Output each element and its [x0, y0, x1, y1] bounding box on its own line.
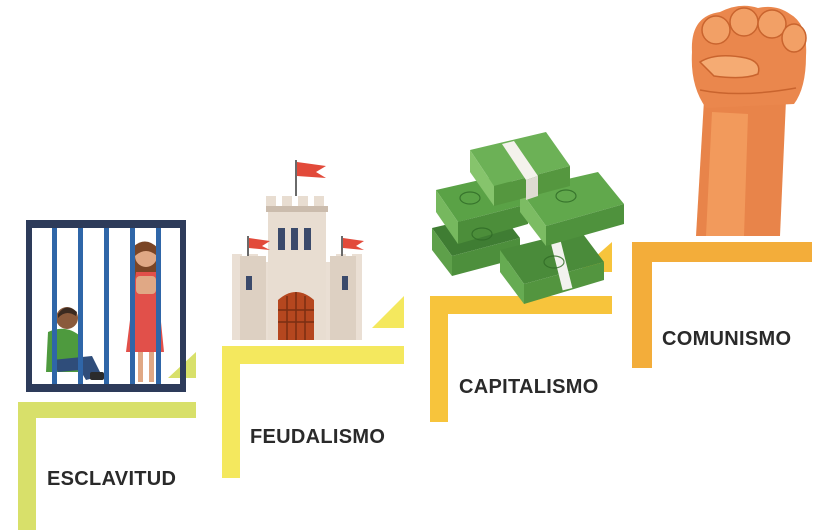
- stage-label-comunismo: COMUNISMO: [662, 328, 792, 350]
- stage-label-esclavitud: ESCLAVITUD: [47, 468, 177, 490]
- money-stacks-icon: [432, 132, 624, 304]
- raised-fist-icon: [691, 5, 807, 236]
- stage-label-capitalismo: CAPITALISMO: [459, 376, 599, 398]
- stage-label-feudalismo: FEUDALISMO: [250, 426, 386, 448]
- step-comunismo: [632, 242, 812, 368]
- prison-cell-icon: [26, 220, 186, 392]
- castle-icon: [232, 160, 364, 340]
- step-feudalismo: [222, 296, 404, 478]
